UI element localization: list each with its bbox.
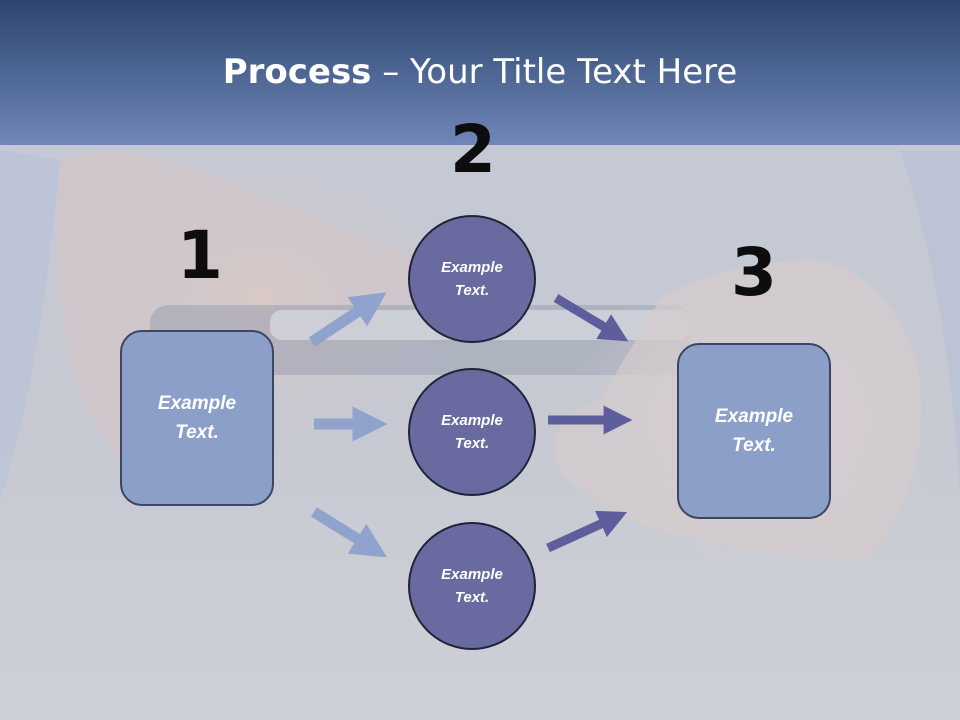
circle-middle: Example Text. — [408, 368, 536, 496]
title-bar — [0, 0, 960, 145]
circle-bottom-text: Example Text. — [441, 566, 503, 606]
step-number-2: 2 — [450, 111, 496, 188]
start-box: Example Text. — [120, 330, 274, 506]
end-box-text: Example Text. — [714, 406, 794, 456]
arrow-to-top-circle — [308, 292, 387, 347]
title-bold: Process — [222, 52, 372, 92]
title-rest: – Your Title Text Here — [371, 52, 738, 92]
step-number-1: 1 — [177, 217, 223, 294]
circle-top: Example Text. — [408, 215, 536, 343]
start-box-text: Example Text. — [157, 393, 237, 443]
arrow-to-bottom-circle — [311, 507, 387, 558]
circle-top-text: Example Text. — [441, 259, 503, 299]
circle-bottom: Example Text. — [408, 522, 536, 650]
step-number-3: 3 — [731, 234, 777, 311]
arrow-from-bottom-circle — [546, 510, 628, 553]
slide-title: Process – Your Title Text Here — [0, 52, 960, 92]
arrow-from-top-circle — [553, 294, 629, 342]
end-box: Example Text. — [677, 343, 831, 519]
circle-middle-text: Example Text. — [441, 412, 503, 452]
